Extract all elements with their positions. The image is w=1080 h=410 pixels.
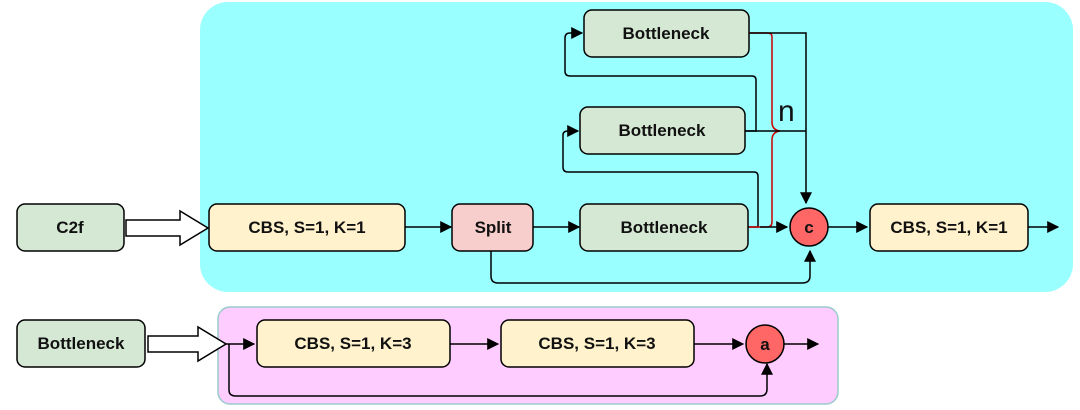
edge-split-to-concat: [490, 249, 816, 284]
c2f-input-label: C2f: [56, 218, 84, 237]
bottleneck-input-label: Bottleneck: [38, 334, 125, 353]
edge-residual: [228, 344, 773, 397]
edge-top-to-concat: [749, 32, 812, 205]
split-label: Split: [475, 218, 512, 237]
c2f-input-box: [16, 203, 125, 252]
bottleneck-top-label: Bottleneck: [623, 24, 710, 43]
hollow-arrow-top: [125, 209, 210, 247]
cbs-in-label: CBS, S=1, K=1: [248, 218, 365, 237]
concat-label: c: [804, 218, 813, 237]
cbs2-label: CBS, S=1, K=3: [538, 334, 655, 353]
add-label: a: [760, 335, 770, 354]
hollow-arrow-bottom: [147, 325, 228, 363]
bottleneck-mid-label: Bottleneck: [619, 121, 706, 140]
edge-low-to-mid: [562, 125, 759, 228]
n-label: n: [778, 95, 795, 128]
cbs1-label: CBS, S=1, K=3: [294, 334, 411, 353]
bottleneck-low-label: Bottleneck: [621, 218, 708, 237]
bottleneck-input-box: [16, 319, 146, 368]
cbs-out-label: CBS, S=1, K=1: [890, 218, 1007, 237]
edge-mid-to-top: [564, 27, 757, 132]
